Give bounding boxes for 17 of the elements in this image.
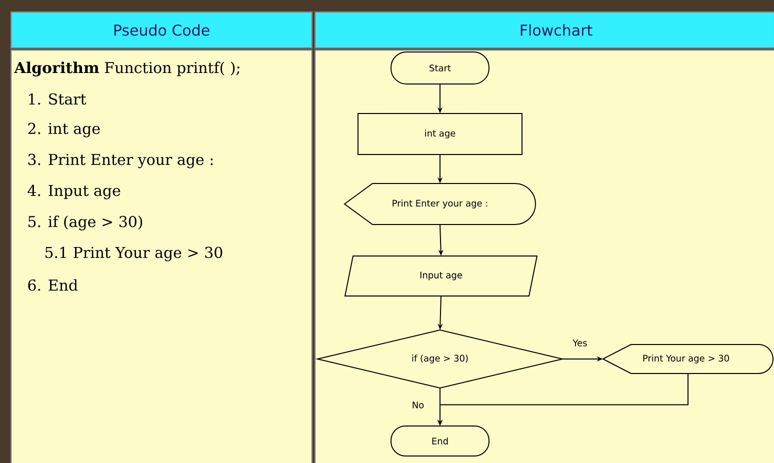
code-line: 5. if (age > 30) — [28, 216, 142, 230]
edge-label: No — [410, 400, 426, 410]
edge-label: Yes — [572, 338, 588, 348]
code-line: 3. Print Enter your age : — [28, 154, 213, 168]
header-cell: Pseudo Code — [10, 11, 313, 49]
code-line: Algorithm Function printf( ); — [14, 62, 240, 76]
header-cell: Flowchart — [314, 11, 774, 49]
code-line: 4. Input age — [28, 184, 120, 200]
display-box: Print Enter your age : — [344, 183, 536, 225]
code-line: 6. End — [28, 279, 78, 291]
process-box: int age — [358, 113, 522, 155]
terminal-box: Start — [390, 52, 490, 84]
code-line: 2. int age — [28, 122, 100, 138]
code-line: 5.1 Print Your age > 30 — [45, 246, 222, 262]
display-box: Print Your age > 30 — [602, 344, 774, 374]
terminal-box: End — [390, 426, 490, 456]
code-line: 1. Start — [29, 93, 86, 105]
